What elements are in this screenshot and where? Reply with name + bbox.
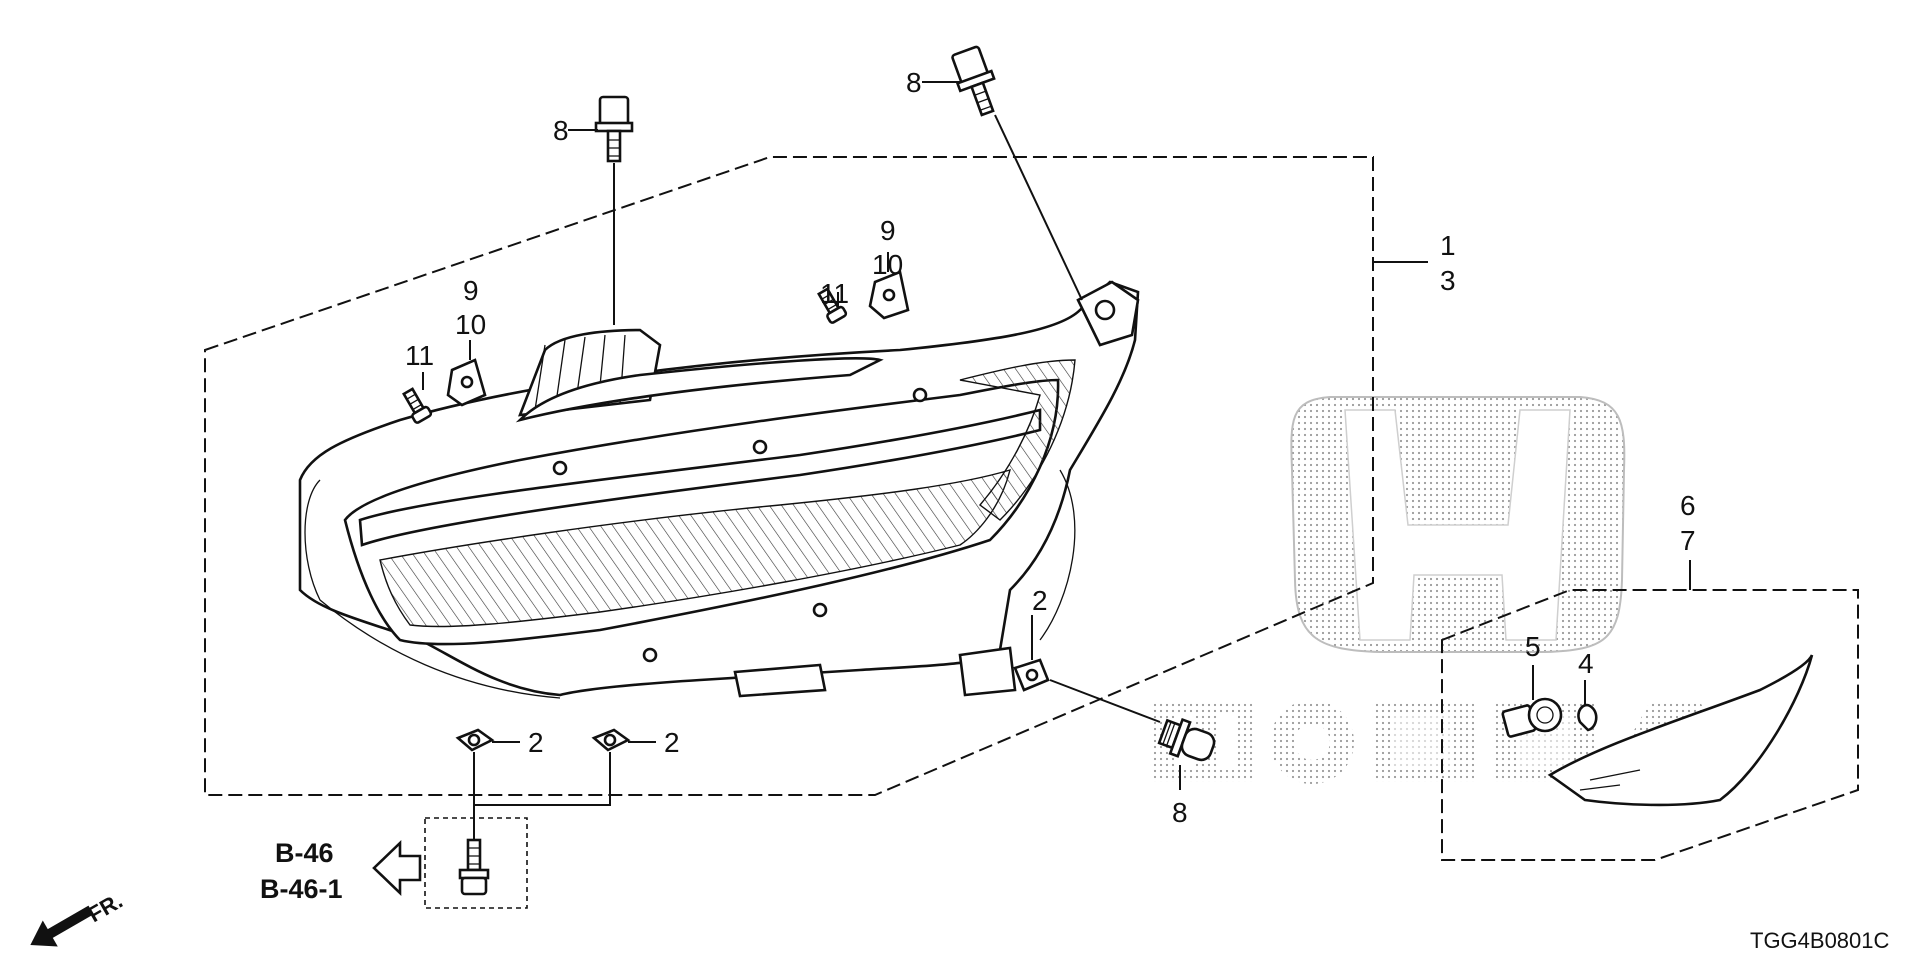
callout-11-right: 11 [820, 278, 849, 309]
callout-2-right: 2 [1032, 585, 1048, 616]
headlight-housing [298, 280, 1140, 699]
honda-h-logo-icon [1290, 396, 1626, 653]
side-marker-lens [1547, 654, 1814, 807]
leader-bolt-top-right [994, 114, 1083, 301]
callout-8-top-left: 8 [553, 115, 569, 146]
callout-5: 5 [1525, 631, 1541, 662]
bolt-reference [458, 838, 490, 896]
callout-11-left: 11 [405, 340, 434, 371]
clip-left [446, 358, 487, 407]
reference-link-b46[interactable]: B-46 [275, 838, 334, 868]
reference-link-b46-1[interactable]: B-46-1 [260, 874, 343, 904]
bulb [1577, 703, 1598, 732]
headlight-assembly-boundary [204, 156, 1374, 796]
callout-9-right: 9 [880, 215, 896, 246]
callout-2-bottom-right: 2 [664, 727, 680, 758]
callout-8-top-right: 8 [906, 67, 922, 98]
callout-3: 3 [1440, 265, 1456, 296]
callout-9-left: 9 [463, 275, 479, 306]
screw-left [402, 387, 433, 424]
callout-2-bottom-left: 2 [528, 727, 544, 758]
leader-clip-to-bolt [473, 752, 611, 840]
hollow-arrow-left-icon [372, 839, 422, 897]
clip-nut-right [1013, 658, 1050, 692]
callout-6: 6 [1680, 490, 1696, 521]
leader-bolt-lower-right [1049, 679, 1161, 723]
callout-1: 1 [1440, 230, 1456, 261]
callout-10-right: 10 [872, 249, 903, 280]
clip-nut-bottom-right [591, 728, 631, 752]
diagram-code: TGG4B0801C [1750, 928, 1890, 953]
screw-right [817, 287, 848, 324]
clip-nut-bottom-left [455, 728, 495, 752]
front-direction-arrow-icon [30, 905, 94, 947]
bolt-lower-right [1157, 717, 1216, 762]
reference-bolt-box [424, 817, 528, 909]
callout-4: 4 [1578, 648, 1594, 679]
bolt-top-left [594, 95, 634, 163]
bulb-socket [1501, 697, 1563, 738]
clip-right [868, 270, 910, 320]
front-direction-label: FR. [84, 888, 127, 927]
callout-7: 7 [1680, 525, 1696, 556]
side-marker-boundary [1441, 589, 1859, 861]
bolt-top-right [951, 45, 996, 117]
callout-10-left: 10 [455, 309, 486, 340]
callout-8-lower-right: 8 [1172, 797, 1188, 828]
